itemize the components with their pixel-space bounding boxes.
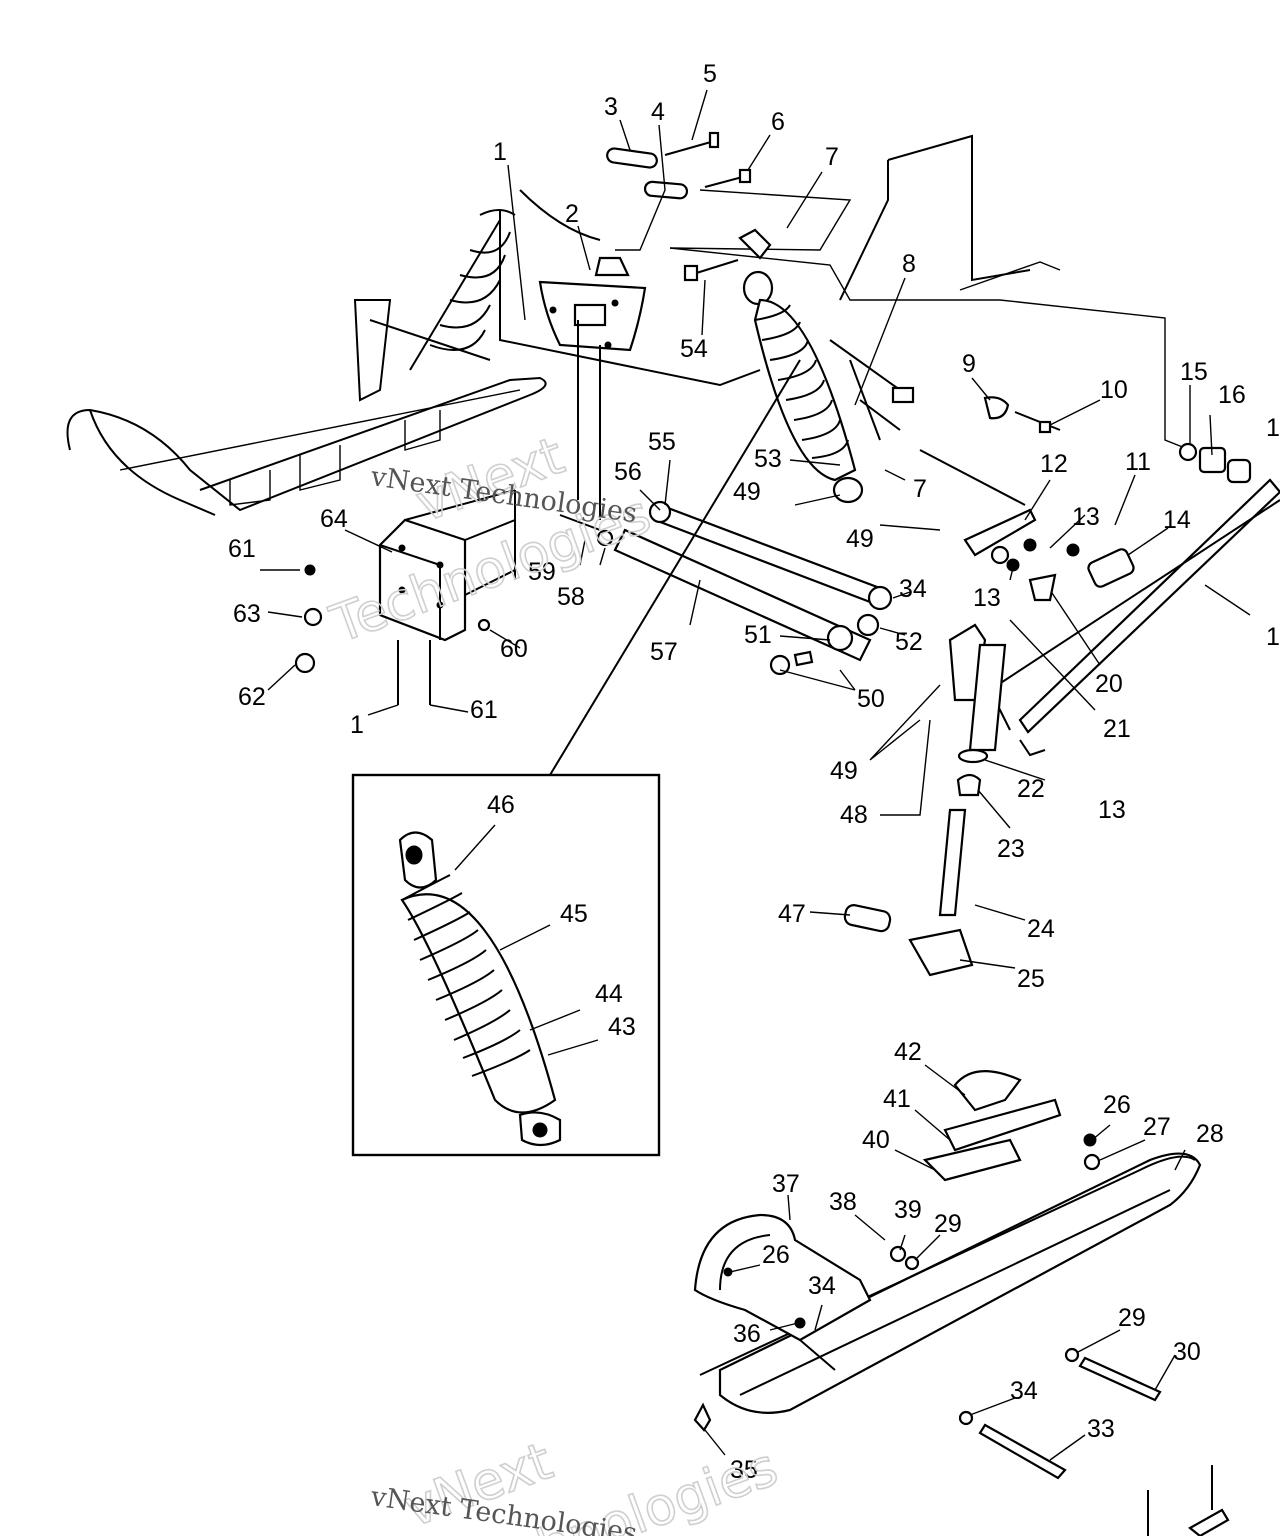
callout-63: 63 [233, 600, 261, 628]
callout-30: 30 [1173, 1338, 1201, 1366]
callout-49: 49 [733, 478, 761, 506]
callout-13-c: 13 [1098, 796, 1126, 824]
callout-43: 43 [608, 1013, 636, 1041]
callout-16: 16 [1218, 381, 1246, 409]
callout-34-b: 34 [808, 1272, 836, 1300]
frame-rail [989, 442, 1280, 757]
callout-61: 61 [228, 535, 256, 563]
lower-ski [693, 1070, 1202, 1480]
a-arms [829, 339, 1080, 572]
callout-57: 57 [650, 638, 678, 666]
left-ski [66, 299, 547, 516]
callout-52: 52 [895, 628, 923, 656]
callout-50: 50 [857, 685, 885, 713]
callout-38: 38 [829, 1188, 857, 1216]
callout-39: 39 [894, 1196, 922, 1224]
callout-29-b: 29 [1118, 1304, 1146, 1332]
callout-23: 23 [997, 835, 1025, 863]
callout-13-b: 13 [973, 584, 1001, 612]
callout-15: 15 [1180, 358, 1208, 386]
callout-58: 58 [557, 583, 585, 611]
callout-44: 44 [595, 980, 623, 1008]
callout-6: 6 [771, 108, 785, 136]
pins-top [606, 131, 752, 282]
callout-10: 10 [1100, 376, 1128, 404]
left-shock [409, 209, 516, 371]
callout-49-b: 49 [846, 525, 874, 553]
callout-5: 5 [703, 60, 717, 88]
callout-33: 33 [1087, 1415, 1115, 1443]
inset-box [351, 773, 661, 1157]
callout-27: 27 [1143, 1113, 1171, 1141]
callout-42: 42 [894, 1038, 922, 1066]
callout-7-b: 7 [913, 475, 927, 503]
callout-41: 41 [883, 1085, 911, 1113]
callout-64: 64 [320, 505, 348, 533]
callout-48: 48 [840, 801, 868, 829]
callout-26-b: 26 [762, 1241, 790, 1269]
callout-45: 45 [560, 900, 588, 928]
callout-49-c: 49 [830, 757, 858, 785]
inset-leader [549, 359, 801, 776]
callout-8: 8 [902, 250, 916, 278]
callout-25: 25 [1017, 965, 1045, 993]
callout-54: 54 [680, 335, 708, 363]
callout-26: 26 [1103, 1091, 1131, 1119]
callout-55: 55 [648, 428, 676, 456]
callout-11: 11 [1125, 448, 1151, 476]
right-shock [738, 228, 864, 504]
callout-12: 12 [1040, 450, 1068, 478]
callout-29: 29 [934, 1210, 962, 1238]
leader-lines [260, 89, 1251, 1461]
corner-bracket [1147, 1465, 1230, 1536]
callout-56: 56 [614, 458, 642, 486]
callout-36: 36 [733, 1320, 761, 1348]
callout-2: 2 [565, 200, 579, 228]
bracket [294, 489, 516, 705]
callout-59: 59 [528, 558, 556, 586]
callout-34: 34 [899, 575, 927, 603]
callout-18: 1 [1266, 623, 1280, 651]
callout-24: 24 [1027, 915, 1055, 943]
callout-13: 13 [1072, 503, 1100, 531]
callout-17: 1 [1266, 414, 1280, 442]
callout-51: 51 [744, 621, 772, 649]
callout-20: 20 [1095, 670, 1123, 698]
callout-34-c: 34 [1010, 1377, 1038, 1405]
callout-62: 62 [238, 683, 266, 711]
callout-61-b: 61 [470, 696, 498, 724]
spindle-assembly [843, 573, 1057, 977]
callout-14: 14 [1163, 506, 1191, 534]
callout-1-b: 1 [350, 711, 364, 739]
callout-7: 7 [825, 143, 839, 171]
callout-60: 60 [500, 635, 528, 663]
mounting-plate [538, 256, 647, 520]
callout-28: 28 [1196, 1120, 1224, 1148]
callout-53: 53 [754, 445, 782, 473]
callout-22: 22 [1017, 775, 1045, 803]
callout-4: 4 [651, 98, 665, 126]
frame-outline [499, 134, 1191, 451]
callout-3: 3 [604, 93, 618, 121]
callout-40: 40 [862, 1126, 890, 1154]
callout-46: 46 [487, 791, 515, 819]
callout-9: 9 [962, 350, 976, 378]
callout-labels: 1 2 3 4 5 6 7 8 9 10 11 12 13 13 13 14 1… [228, 60, 1280, 1484]
callout-37: 37 [772, 1170, 800, 1198]
callout-47: 47 [778, 900, 806, 928]
callout-35: 35 [730, 1456, 758, 1484]
callout-21: 21 [1103, 715, 1131, 743]
callout-1: 1 [493, 138, 507, 166]
